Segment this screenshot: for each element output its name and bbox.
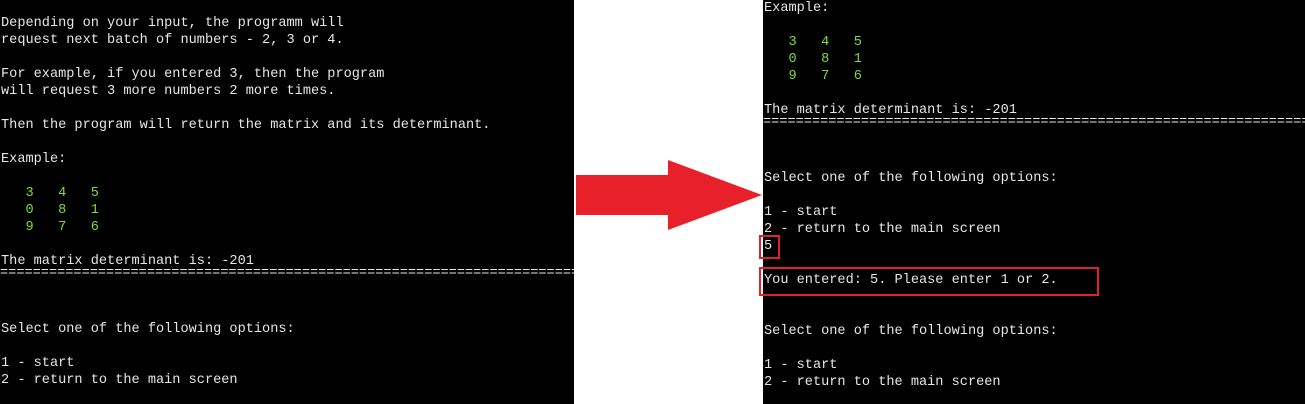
right-arrow-icon [576,160,762,230]
options-prompt-repeat: Select one of the following options: [764,324,1058,339]
intro-line: Depending on your input, the programm wi… [1,16,344,31]
user-input-value: 5 [764,239,773,254]
error-message: You entered: 5. Please enter 1 or 2. [764,273,1058,288]
option-start: 1 - start [764,205,838,220]
determinant-line: The matrix determinant is: -201 [764,103,1017,118]
option-start-repeat: 1 - start [764,358,838,373]
right-console-window: Example: 3 4 5 0 8 1 9 7 6 The matrix de… [763,0,1305,404]
separator-line: ========================================… [0,268,574,280]
matrix-row: 3 4 5 [1,186,99,201]
option-return-repeat: 2 - return to the main screen [764,375,1001,390]
arrow-shape [576,160,762,230]
matrix-row: 9 7 6 [1,220,99,235]
intro-line: Then the program will return the matrix … [1,118,491,133]
matrix-row: 3 4 5 [764,35,862,50]
intro-line: For example, if you entered 3, then the … [1,67,385,82]
example-label: Example: [764,1,830,16]
error-highlight-box [759,267,1099,296]
matrix-row: 0 8 1 [764,52,862,67]
option-return: 2 - return to the main screen [1,373,238,388]
input-highlight-box [759,235,780,259]
matrix-row: 9 7 6 [764,69,862,84]
separator-line: ========================================… [763,117,1305,129]
intro-line: request next batch of numbers - 2, 3 or … [1,33,344,48]
determinant-line: The matrix determinant is: -201 [1,254,254,269]
options-prompt: Select one of the following options: [764,171,1058,186]
options-prompt: Select one of the following options: [1,322,295,337]
matrix-row: 0 8 1 [1,203,99,218]
option-start: 1 - start [1,356,75,371]
intro-line: will request 3 more numbers 2 more times… [1,84,336,99]
option-return: 2 - return to the main screen [764,222,1001,237]
left-console-window: Depending on your input, the programm wi… [0,0,574,404]
example-label: Example: [1,152,67,167]
